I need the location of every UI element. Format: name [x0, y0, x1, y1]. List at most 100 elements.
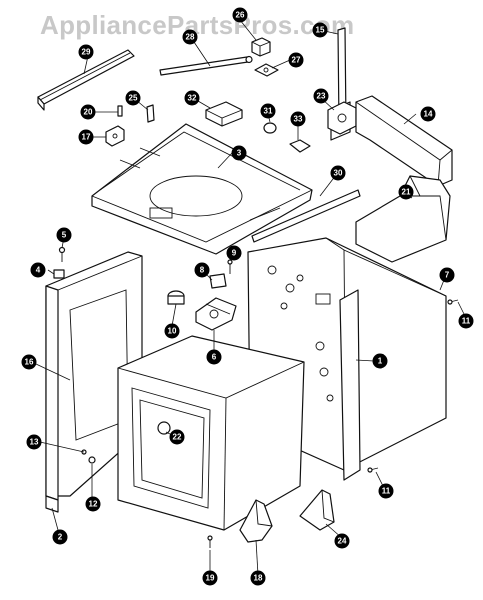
callout-label: 16 — [25, 358, 34, 367]
callout-label: 33 — [294, 115, 303, 124]
callout-label: 26 — [236, 11, 245, 20]
callout-20: 20 — [80, 104, 96, 120]
part-screw-11a — [447, 299, 459, 305]
part-block-32 — [205, 101, 243, 127]
callout-30: 30 — [330, 165, 346, 181]
callout-label: 11 — [382, 487, 391, 496]
callout-label: 31 — [264, 107, 273, 116]
part-bracket-24 — [299, 489, 335, 531]
callout-1: 1 — [372, 353, 388, 369]
part-light-22 — [157, 421, 171, 435]
callout-24: 24 — [334, 533, 350, 549]
part-switch-17 — [105, 125, 125, 147]
callout-15: 15 — [312, 22, 328, 38]
part-clip-27 — [254, 63, 279, 77]
callout-label: 19 — [206, 574, 215, 583]
callout-label: 27 — [292, 56, 301, 65]
callout-7: 7 — [439, 267, 455, 283]
callout-label: 3 — [237, 149, 242, 158]
callout-label: 25 — [129, 94, 138, 103]
part-screw-9 — [227, 259, 233, 274]
callout-9: 9 — [226, 245, 242, 261]
callout-label: 28 — [186, 33, 195, 42]
callout-label: 14 — [424, 110, 433, 119]
part-screw-12 — [88, 456, 96, 464]
callout-label: 4 — [36, 266, 41, 275]
part-pin-25 — [146, 104, 155, 123]
callout-label: 23 — [317, 92, 326, 101]
callout-28: 28 — [182, 29, 198, 45]
callout-label: 24 — [338, 537, 347, 546]
callout-label: 18 — [254, 574, 263, 583]
callout-16: 16 — [21, 354, 37, 370]
callout-8: 8 — [194, 262, 210, 278]
callout-33: 33 — [290, 111, 306, 127]
callout-label: 15 — [316, 26, 325, 35]
callout-27: 27 — [288, 52, 304, 68]
part-top-tray-3 — [91, 123, 313, 255]
callout-label: 32 — [188, 94, 197, 103]
callout-17: 17 — [78, 129, 94, 145]
callout-23: 23 — [313, 88, 329, 104]
part-knob-31 — [263, 122, 277, 134]
callout-31: 31 — [260, 103, 276, 119]
part-regulator-23 — [327, 101, 357, 135]
part-screw-5 — [58, 246, 66, 262]
callout-label: 21 — [402, 188, 411, 197]
part-door-trim-2 — [45, 495, 59, 513]
part-burner-bracket-6 — [195, 297, 237, 331]
part-bar-30 — [251, 189, 361, 243]
callout-22: 22 — [169, 429, 185, 445]
callout-label: 8 — [200, 266, 205, 275]
part-clip-33 — [289, 139, 311, 153]
part-bracket-8 — [209, 273, 227, 289]
callout-11-lower: 11 — [378, 483, 394, 499]
callout-29: 29 — [78, 44, 94, 60]
callout-6: 6 — [206, 349, 222, 365]
part-clip-4 — [53, 269, 65, 279]
callout-label: 7 — [445, 271, 450, 280]
part-hinge-18 — [239, 499, 273, 543]
callout-5: 5 — [56, 227, 72, 243]
callout-label: 22 — [173, 433, 182, 442]
callout-label: 17 — [82, 133, 91, 142]
callout-19: 19 — [202, 570, 218, 586]
callout-11-upper: 11 — [458, 313, 474, 329]
part-oven-cavity — [117, 335, 305, 531]
callout-4: 4 — [30, 262, 46, 278]
part-rod-28 — [159, 55, 253, 76]
callout-label: 29 — [82, 48, 91, 57]
callout-21: 21 — [398, 184, 414, 200]
callout-label: 5 — [62, 231, 67, 240]
part-bracket-26 — [251, 37, 271, 57]
callout-12: 12 — [85, 496, 101, 512]
part-screw-19 — [207, 535, 213, 548]
callout-label: 30 — [334, 169, 343, 178]
callout-label: 10 — [168, 327, 177, 336]
callout-label: 12 — [89, 500, 98, 509]
part-screw-11b — [367, 467, 379, 473]
part-rail-29 — [37, 49, 135, 111]
callout-32: 32 — [184, 90, 200, 106]
callout-2: 2 — [52, 529, 68, 545]
part-panel-rail-1 — [339, 289, 361, 481]
callout-10: 10 — [164, 323, 180, 339]
callout-26: 26 — [232, 7, 248, 23]
callout-25: 25 — [125, 90, 141, 106]
part-cover-14 — [355, 95, 453, 187]
callout-18: 18 — [250, 570, 266, 586]
callout-label: 1 — [378, 357, 383, 366]
callout-14: 14 — [420, 106, 436, 122]
callout-label: 2 — [58, 533, 63, 542]
part-screw-20 — [117, 105, 123, 117]
callout-label: 11 — [462, 317, 471, 326]
callout-label: 13 — [30, 438, 39, 447]
callout-13: 13 — [26, 434, 42, 450]
callout-label: 6 — [212, 353, 217, 362]
callout-label: 9 — [232, 249, 237, 258]
callout-3: 3 — [231, 145, 247, 161]
part-ignitor-10 — [167, 290, 185, 305]
callout-label: 20 — [84, 108, 93, 117]
